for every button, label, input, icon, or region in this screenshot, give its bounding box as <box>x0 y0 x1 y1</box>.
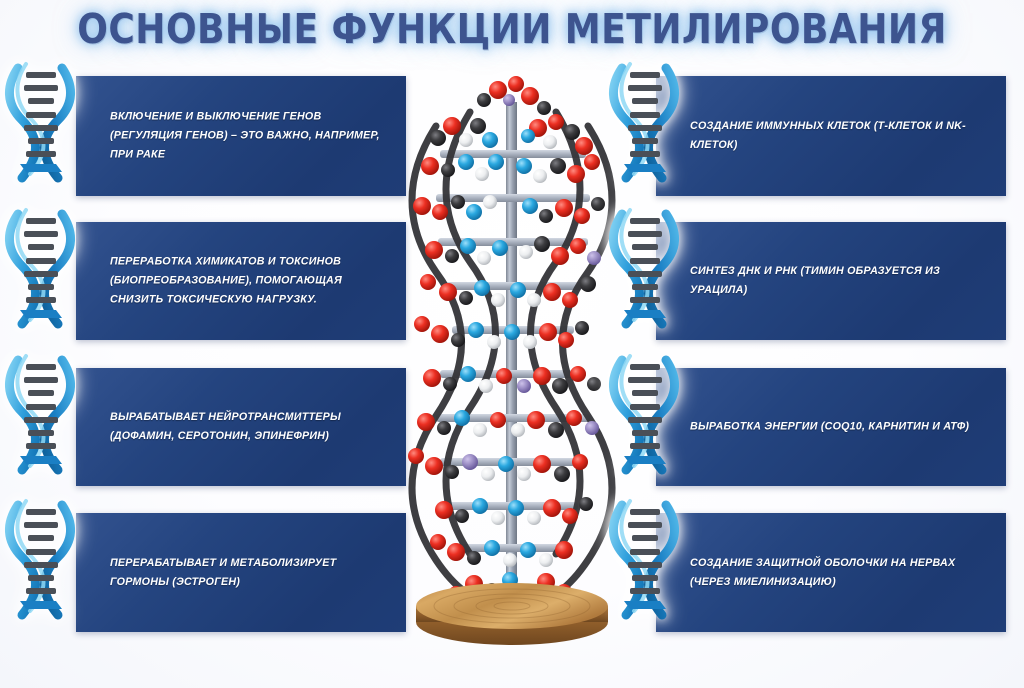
card-text: Переработка химикатов и токсинов (биопре… <box>110 255 343 306</box>
dna-helix-icon <box>608 206 684 334</box>
card-background <box>656 513 1006 632</box>
dna-helix-icon <box>4 60 80 188</box>
card-hormone-metabolism: Перерабатывает и метаболизирует гормоны … <box>76 513 406 632</box>
dna-helix-icon <box>608 497 684 625</box>
card-background <box>656 368 1006 486</box>
card-detoxification: Переработка химикатов и токсинов (биопре… <box>76 222 406 340</box>
card-immune-cells: Создание иммунных клеток (Т-клеток и NK-… <box>656 76 1006 196</box>
card-text: Вырабатывает нейротрансмиттеры (дофамин,… <box>110 411 341 442</box>
dna-helix-icon <box>608 352 684 480</box>
dna-helix-icon <box>4 206 80 334</box>
card-text: Синтез ДНК и РНК (тимин образуется из ур… <box>690 265 941 296</box>
card-background <box>656 222 1006 340</box>
card-dna-rna-synthesis: Синтез ДНК и РНК (тимин образуется из ур… <box>656 222 1006 340</box>
card-background <box>76 76 406 196</box>
card-text: Создание защитной оболочки на нервах (че… <box>690 556 956 588</box>
card-energy-production: Выработка энергии (CoQ10, карнитин и АТФ… <box>656 368 1006 486</box>
page-title: ОСНОВНЫЕ ФУНКЦИИ МЕТИЛИРОВАНИЯ <box>77 5 947 53</box>
card-text: Перерабатывает и метаболизирует гормоны … <box>110 556 337 588</box>
card-text: Создание иммунных клеток (Т-клеток и NK-… <box>690 120 966 151</box>
dna-helix-icon <box>4 352 80 480</box>
dna-helix-icon <box>4 497 80 625</box>
card-background <box>76 222 406 340</box>
card-myelination: Создание защитной оболочки на нервах (че… <box>656 513 1006 632</box>
card-text: Включение и выключение генов (регуляция … <box>110 110 380 161</box>
card-background <box>76 368 406 486</box>
dna-helix-icon <box>608 60 684 188</box>
card-gene-regulation: Включение и выключение генов (регуляция … <box>76 76 406 196</box>
dna-molecular-model <box>378 66 646 646</box>
card-background <box>76 513 406 632</box>
poster-title-area: ОСНОВНЫЕ ФУНКЦИИ МЕТИЛИРОВАНИЯ <box>0 4 1024 60</box>
card-background <box>656 76 1006 196</box>
card-neurotransmitters: Вырабатывает нейротрансмиттеры (дофамин,… <box>76 368 406 486</box>
card-text: Выработка энергии (CoQ10, карнитин и АТФ… <box>690 420 970 433</box>
